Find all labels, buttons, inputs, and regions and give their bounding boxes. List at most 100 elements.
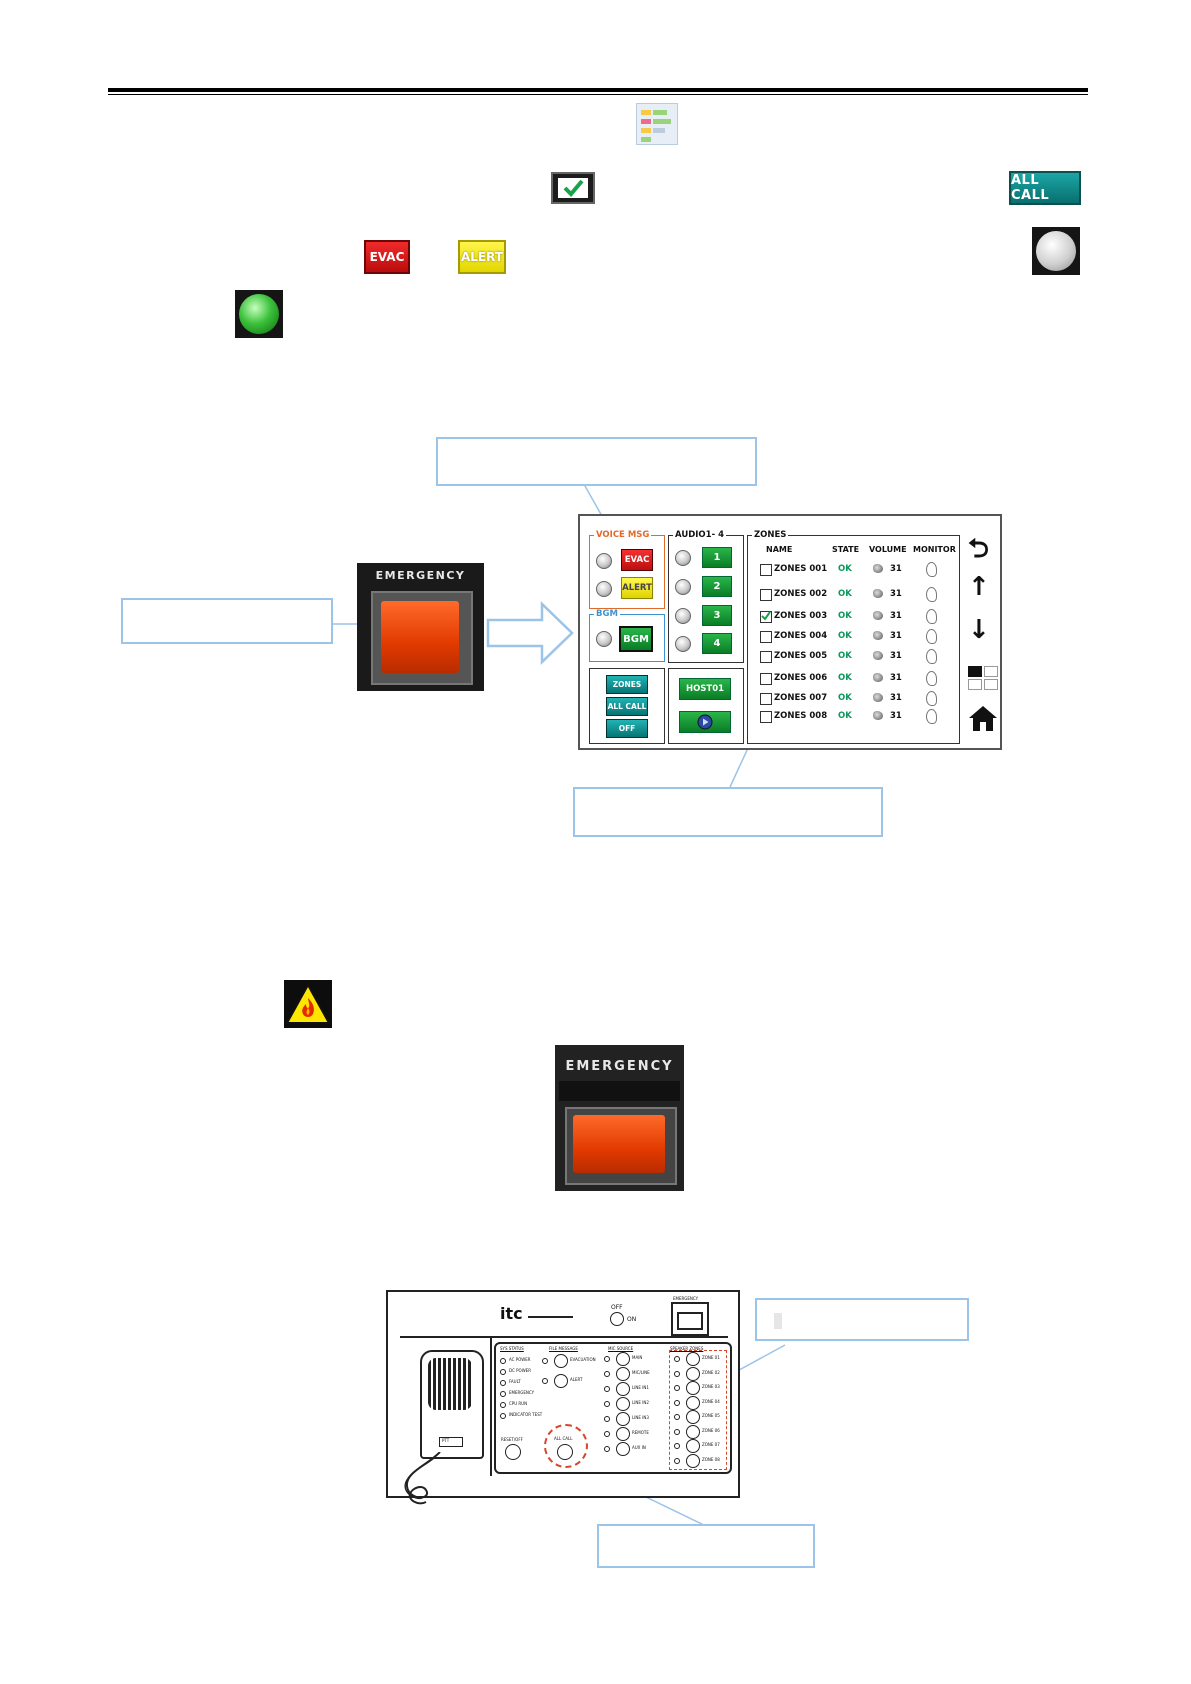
- all-call-button[interactable]: ALL CALL: [1009, 171, 1081, 205]
- panel-evac-button[interactable]: EVAC: [621, 549, 653, 571]
- volume-icon[interactable]: [873, 711, 883, 720]
- all-call-mode-button[interactable]: ALL CALL: [606, 697, 648, 716]
- up-arrow-icon[interactable]: ↑: [968, 572, 990, 602]
- zone-item-control[interactable]: [686, 1453, 700, 1468]
- source-item-control[interactable]: [616, 1442, 630, 1456]
- play-button[interactable]: [679, 711, 731, 733]
- volume-icon[interactable]: [873, 651, 883, 660]
- audio-3-button[interactable]: 3: [702, 605, 732, 626]
- zone-checkbox[interactable]: [760, 693, 772, 705]
- zones-label: ZONES: [752, 530, 789, 540]
- source-item-control[interactable]: [616, 1382, 630, 1396]
- layout-toggle-icon[interactable]: [968, 666, 1000, 692]
- zone-name: ZONES 001: [774, 564, 828, 574]
- zone-item-control[interactable]: [686, 1439, 700, 1453]
- volume-icon[interactable]: [873, 673, 883, 682]
- bgm-indicator: [596, 631, 612, 647]
- zone-checkbox[interactable]: [760, 611, 772, 623]
- source-item-control[interactable]: [616, 1427, 630, 1441]
- zone-item-led: [674, 1428, 680, 1435]
- zone-state: OK: [838, 651, 852, 661]
- volume-icon[interactable]: [873, 589, 883, 598]
- power-knob[interactable]: [610, 1312, 624, 1326]
- volume-icon[interactable]: [873, 564, 883, 573]
- zone-item-control[interactable]: [686, 1395, 700, 1410]
- bgm-button[interactable]: BGM: [619, 626, 653, 652]
- status-item-control: [500, 1369, 506, 1375]
- panel-alert-button[interactable]: ALERT: [621, 577, 653, 599]
- audio-1-button[interactable]: 1: [702, 547, 732, 568]
- zone-item-control[interactable]: [686, 1381, 700, 1395]
- zone-checkbox[interactable]: [760, 631, 772, 643]
- zone-item-control[interactable]: [686, 1424, 700, 1439]
- zone-item-control[interactable]: [686, 1410, 700, 1424]
- zone-name: ZONES 005: [774, 651, 828, 661]
- host-button[interactable]: HOST01: [679, 678, 731, 700]
- zones-mode-button[interactable]: ZONES: [606, 675, 648, 694]
- monitor-ear-icon[interactable]: [926, 691, 937, 706]
- zones-list-icon: [636, 103, 678, 145]
- zone-state: OK: [838, 711, 852, 721]
- audio-2-button[interactable]: 2: [702, 576, 732, 597]
- zones-header-volume: VOLUME: [869, 545, 907, 554]
- monitor-ear-icon[interactable]: [926, 709, 937, 724]
- handheld-microphone[interactable]: PTT: [420, 1350, 484, 1459]
- message-item-control[interactable]: [554, 1374, 568, 1388]
- source-item-label: LINE IN2: [632, 1400, 649, 1405]
- zone-checkbox[interactable]: [760, 711, 772, 723]
- reset-button[interactable]: [505, 1444, 521, 1460]
- zone-checkbox[interactable]: [760, 564, 772, 576]
- power-off-label: OFF: [611, 1304, 623, 1311]
- zone-row[interactable]: ZONES 005 OK 31: [748, 649, 959, 665]
- check-mark-icon: [761, 611, 771, 621]
- down-arrow-icon[interactable]: ↓: [968, 615, 990, 645]
- monitor-ear-icon[interactable]: [926, 609, 937, 624]
- sys-status-label: SYS STATUS: [500, 1346, 524, 1351]
- zone-volume: 31: [890, 651, 902, 661]
- monitor-ear-icon[interactable]: [926, 671, 937, 686]
- zone-checkbox[interactable]: [760, 589, 772, 601]
- source-item-label: LINE IN3: [632, 1415, 649, 1420]
- zone-item-control[interactable]: [686, 1366, 700, 1381]
- volume-icon[interactable]: [873, 693, 883, 702]
- hw-all-call-button[interactable]: [557, 1444, 573, 1460]
- message-item-control[interactable]: [554, 1354, 568, 1368]
- volume-icon[interactable]: [873, 631, 883, 640]
- evac-button[interactable]: EVAC: [364, 240, 410, 274]
- monitor-ear-icon[interactable]: [926, 562, 937, 577]
- monitor-ear-icon[interactable]: [926, 649, 937, 664]
- source-item-control[interactable]: [616, 1397, 630, 1411]
- zone-checkbox[interactable]: [760, 673, 772, 685]
- monitor-ear-icon[interactable]: [926, 629, 937, 644]
- source-item-control[interactable]: [616, 1412, 630, 1426]
- source-item-control[interactable]: [616, 1352, 630, 1366]
- zone-item-control[interactable]: [686, 1352, 700, 1366]
- touch-panel: VOICE MSG EVAC ALERT BGM BGM ZONES ALL C…: [578, 514, 1002, 750]
- source-item-control[interactable]: [616, 1367, 630, 1381]
- status-item-label: EMERGENCY: [509, 1390, 535, 1395]
- emergency-button-large[interactable]: EMERGENCY: [555, 1045, 684, 1191]
- monitor-ear-icon[interactable]: [926, 587, 937, 602]
- bgm-group: BGM BGM: [589, 609, 665, 662]
- zone-name: ZONES 002: [774, 589, 828, 599]
- zone-checkbox[interactable]: [760, 651, 772, 663]
- mode-group: ZONES ALL CALL OFF: [589, 668, 665, 744]
- back-icon[interactable]: ⮌: [968, 534, 989, 564]
- alert-button[interactable]: ALERT: [458, 240, 506, 274]
- emergency-button-small[interactable]: EMERGENCY: [357, 563, 484, 691]
- volume-icon[interactable]: [873, 611, 883, 620]
- home-icon[interactable]: [967, 704, 999, 732]
- checkbox-checked-icon: [551, 172, 595, 204]
- evac-indicator: [596, 553, 612, 569]
- off-mode-button[interactable]: OFF: [606, 719, 648, 738]
- hw-emergency-switch[interactable]: [671, 1302, 709, 1336]
- audio-4-button[interactable]: 4: [702, 633, 732, 654]
- zone-item-label: ZONE 02: [702, 1369, 720, 1375]
